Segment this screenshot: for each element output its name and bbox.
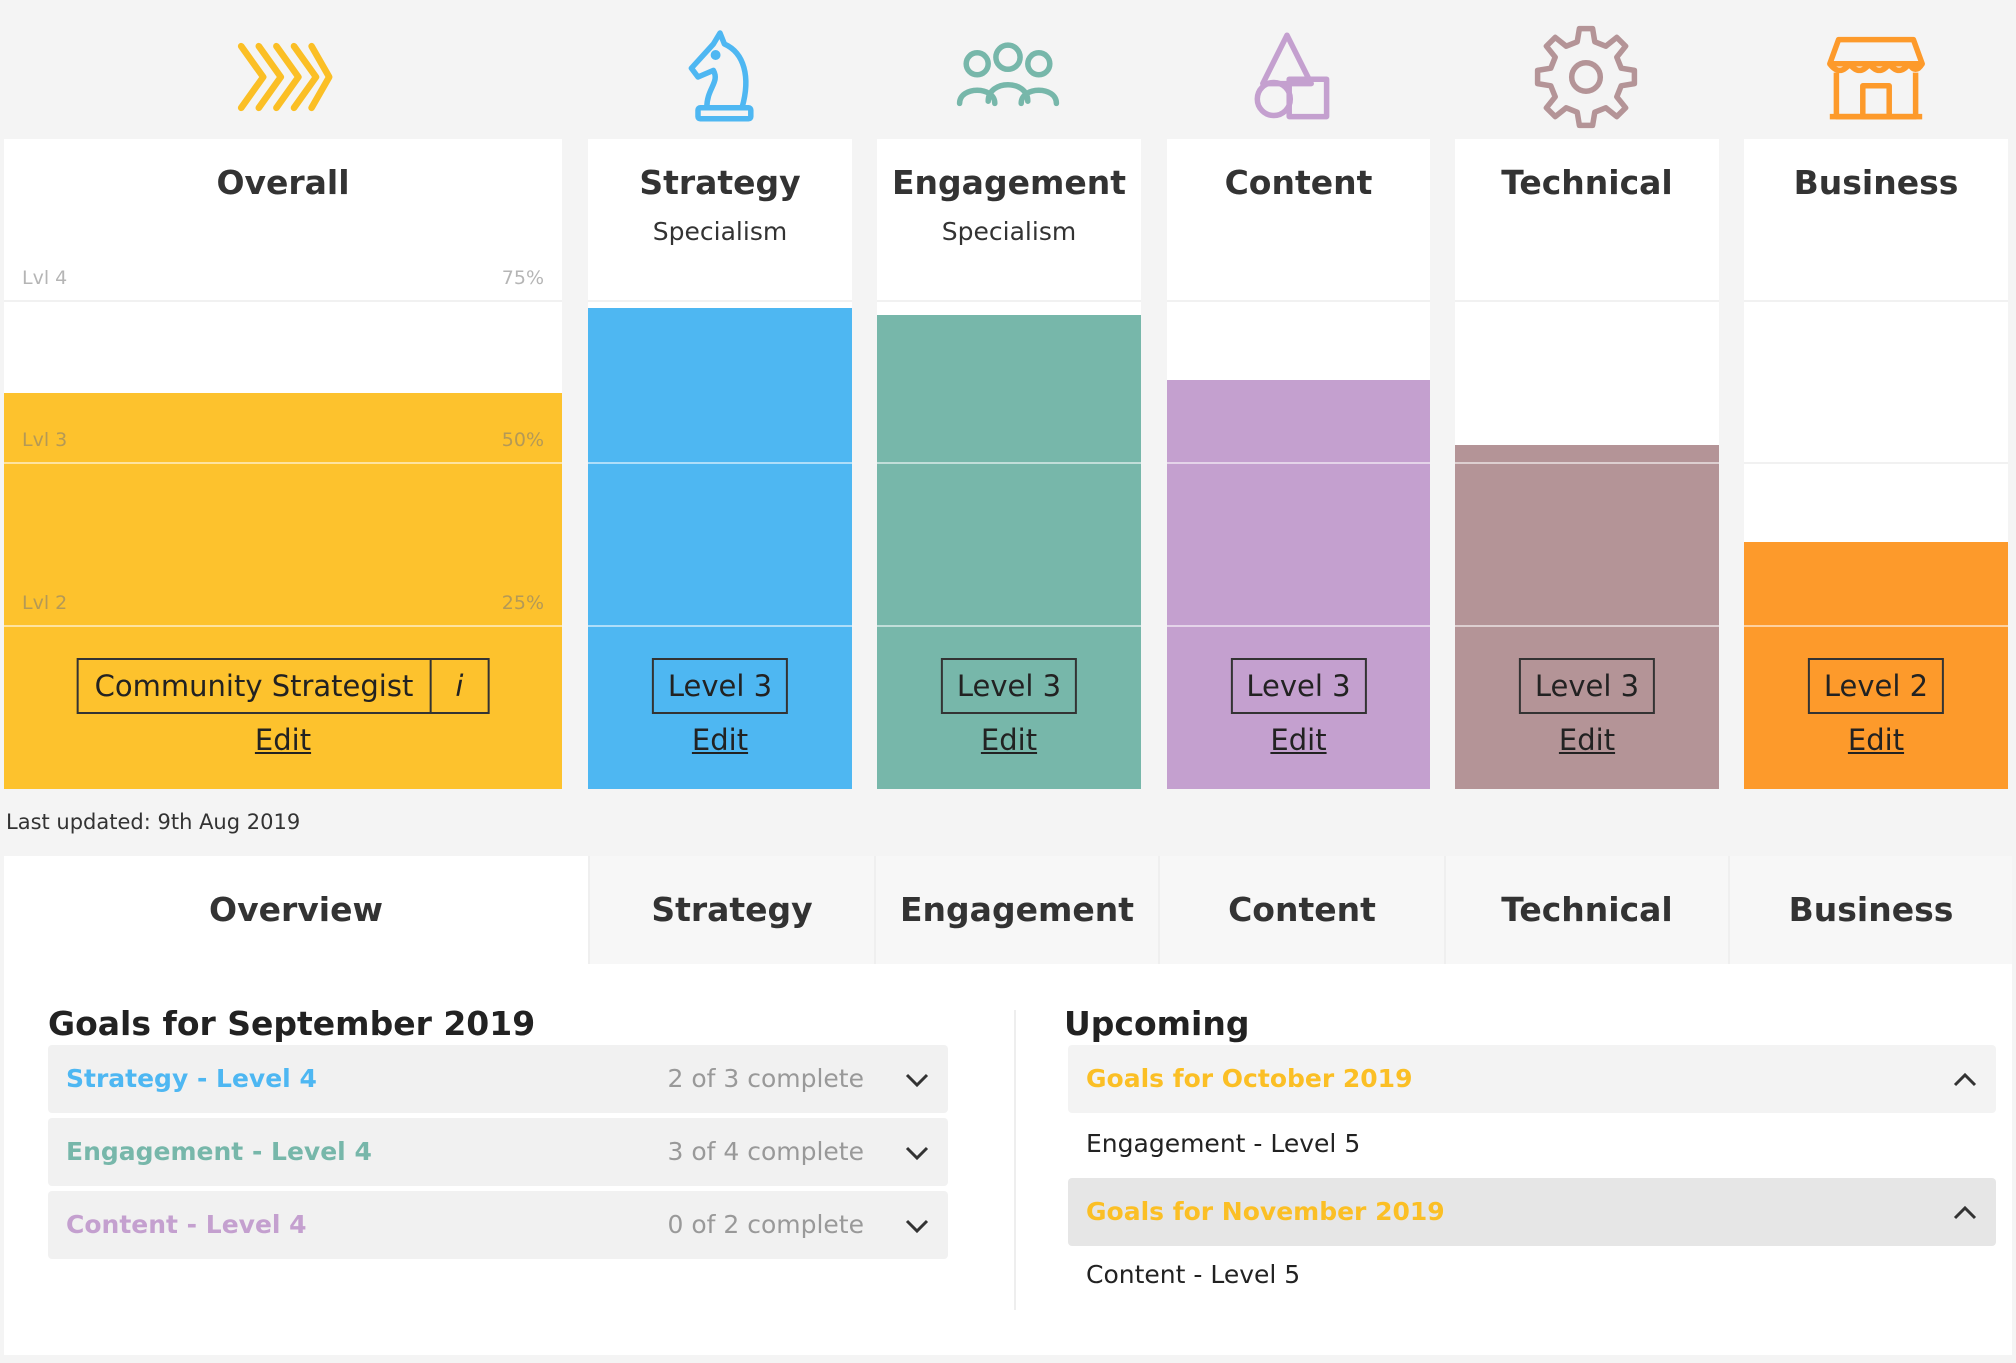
- goal-row[interactable]: Content - Level 4 0 of 2 complete: [48, 1191, 948, 1259]
- tab-overview[interactable]: Overview: [4, 856, 588, 964]
- content-level-fill: [1167, 379, 1430, 789]
- goal-row[interactable]: Engagement - Level 4 3 of 4 complete: [48, 1118, 948, 1186]
- gridline-lvl4: [1167, 300, 1430, 302]
- pct75-label: 75%: [501, 267, 544, 289]
- strategy-title: Strategy: [639, 163, 801, 202]
- overall-card: Overall Lvl 4 75% Lvl 3 50% Lvl 2 25% Co…: [4, 139, 562, 789]
- tab-engagement[interactable]: Engagement: [874, 856, 1158, 964]
- goal-row[interactable]: Strategy - Level 4 2 of 3 complete: [48, 1045, 948, 1113]
- last-updated: Last updated: 9th Aug 2019: [6, 810, 301, 834]
- chess-knight-icon: [665, 22, 775, 132]
- content-edit-link[interactable]: Edit: [1270, 723, 1327, 757]
- goal-name: Content - Level 4: [66, 1210, 307, 1239]
- goal-name: Engagement - Level 4: [66, 1137, 372, 1166]
- gridline-lvl3: [1167, 462, 1430, 464]
- upcoming-group-name: Goals for October 2019: [1086, 1064, 1413, 1093]
- role-badge-label: Community Strategist: [94, 669, 414, 703]
- lvl3-label: Lvl 3: [22, 429, 68, 451]
- upcoming-title: Upcoming: [1064, 1004, 1250, 1043]
- goal-count: 3 of 4 complete: [667, 1137, 864, 1166]
- gridline-lvl3: [4, 462, 562, 464]
- chevrons-right-icon: [228, 22, 338, 132]
- content-title: Content: [1224, 163, 1373, 202]
- business-edit-link[interactable]: Edit: [1847, 723, 1905, 757]
- chevron-down-icon: [905, 1219, 929, 1234]
- gridline-lvl3: [1744, 462, 2008, 464]
- gridline-lvl2: [1455, 625, 1719, 627]
- gridline-lvl2: [588, 625, 852, 627]
- gear-icon: [1531, 22, 1641, 132]
- gridline-lvl4: [877, 300, 1141, 302]
- gridline-lvl4: [4, 300, 562, 302]
- shapes-icon: [1243, 22, 1353, 132]
- gridline-lvl4: [1455, 300, 1719, 302]
- panel-divider: [1014, 1010, 1016, 1310]
- upcoming-group-header[interactable]: Goals for October 2019: [1068, 1045, 1996, 1113]
- business-level-badge: Level 2: [1807, 658, 1945, 714]
- upcoming-group-header[interactable]: Goals for November 2019: [1068, 1178, 1996, 1246]
- strategy-level-fill: [588, 308, 852, 789]
- gridline-lvl4: [1744, 300, 2008, 302]
- tab-content[interactable]: Content: [1158, 856, 1444, 964]
- upcoming-goal-item: Content - Level 5: [1086, 1260, 1301, 1289]
- overall-level-fill: [4, 392, 562, 789]
- tab-technical[interactable]: Technical: [1444, 856, 1728, 964]
- goals-title: Goals for September 2019: [48, 1004, 536, 1043]
- pct25-label: 25%: [501, 592, 544, 614]
- chevron-up-icon: [1953, 1205, 1977, 1220]
- gridline-lvl4: [588, 300, 852, 302]
- engagement-edit-link[interactable]: Edit: [980, 723, 1038, 757]
- technical-card: Technical Level 3 Edit: [1455, 139, 1719, 789]
- overall-edit-link[interactable]: Edit: [254, 723, 312, 757]
- strategy-edit-link[interactable]: Edit: [691, 723, 749, 757]
- upcoming-group-name: Goals for November 2019: [1086, 1197, 1445, 1226]
- overview-panel: Goals for September 2019 Strategy - Leve…: [4, 964, 2012, 1355]
- goal-count: 2 of 3 complete: [667, 1064, 864, 1093]
- overall-title: Overall: [216, 163, 350, 202]
- goal-name: Strategy - Level 4: [66, 1064, 317, 1093]
- content-card: Content Level 3 Edit: [1167, 139, 1430, 789]
- strategy-card: Strategy Specialism Level 3 Edit: [588, 139, 852, 789]
- engagement-card: Engagement Specialism Level 3 Edit: [877, 139, 1141, 789]
- role-badge: Community Strategist i: [76, 658, 490, 714]
- engagement-level-badge: Level 3: [940, 658, 1078, 714]
- engagement-subtitle: Specialism: [941, 217, 1077, 246]
- technical-level-fill: [1455, 444, 1719, 789]
- gridline-lvl3: [588, 462, 852, 464]
- business-level-fill: [1744, 542, 2008, 789]
- lvl2-label: Lvl 2: [22, 592, 68, 614]
- technical-level-badge: Level 3: [1518, 658, 1656, 714]
- tab-strategy[interactable]: Strategy: [588, 856, 874, 964]
- tab-bar: Overview Strategy Engagement Content Tec…: [4, 856, 2012, 964]
- gridline-lvl2: [877, 625, 1141, 627]
- gridline-lvl3: [1455, 462, 1719, 464]
- tab-business[interactable]: Business: [1728, 856, 2012, 964]
- gridline-lvl3: [877, 462, 1141, 464]
- chevron-down-icon: [905, 1146, 929, 1161]
- business-title: Business: [1793, 163, 1959, 202]
- storefront-icon: [1821, 22, 1931, 132]
- gridline-lvl2: [4, 625, 562, 627]
- gridline-lvl2: [1167, 625, 1430, 627]
- chevron-down-icon: [905, 1073, 929, 1088]
- chevron-up-icon: [1953, 1072, 1977, 1087]
- engagement-level-fill: [877, 314, 1141, 789]
- strategy-level-badge: Level 3: [651, 658, 789, 714]
- pct50-label: 50%: [501, 429, 544, 451]
- content-level-badge: Level 3: [1230, 658, 1367, 714]
- info-icon[interactable]: i: [429, 660, 487, 712]
- business-card: Business Level 2 Edit: [1744, 139, 2008, 789]
- upcoming-goal-item: Engagement - Level 5: [1086, 1129, 1361, 1158]
- lvl4-label: Lvl 4: [22, 267, 68, 289]
- engagement-title: Engagement: [892, 163, 1126, 202]
- technical-edit-link[interactable]: Edit: [1558, 723, 1616, 757]
- gridline-lvl2: [1744, 625, 2008, 627]
- technical-title: Technical: [1501, 163, 1673, 202]
- strategy-subtitle: Specialism: [652, 217, 788, 246]
- people-group-icon: [953, 22, 1063, 132]
- goal-count: 0 of 2 complete: [667, 1210, 864, 1239]
